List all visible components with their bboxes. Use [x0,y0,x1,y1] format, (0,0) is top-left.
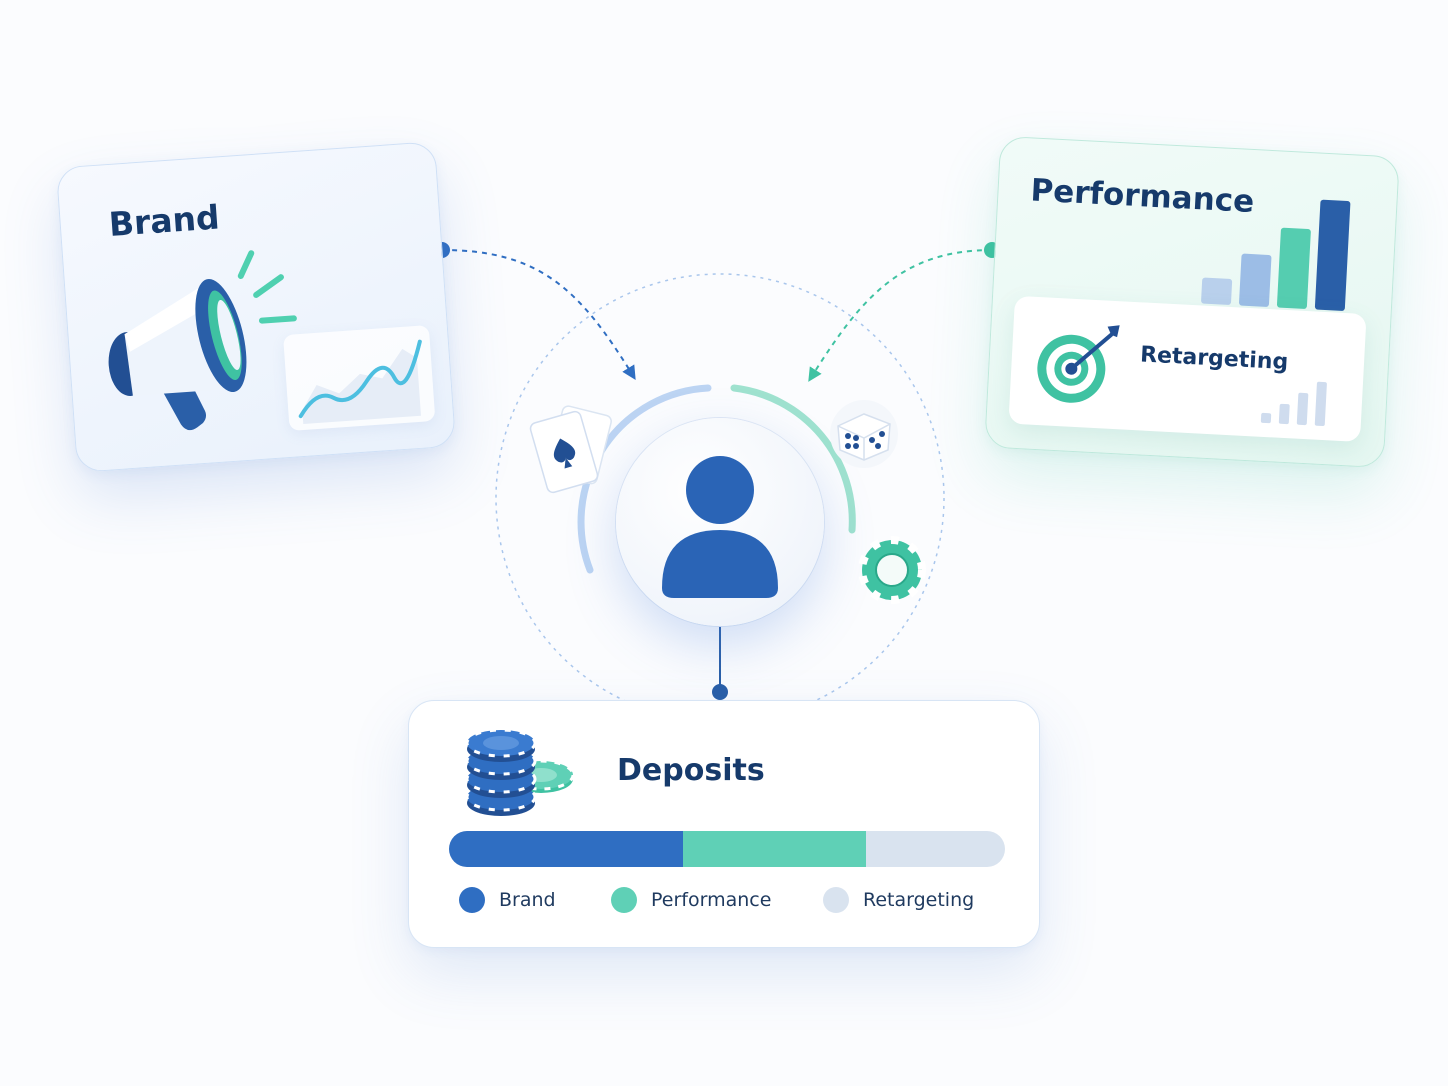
performance-card: Performance Retargeting [984,135,1400,469]
user-icon [662,456,778,598]
performance-connector [808,249,993,382]
legend-item-brand: Brand [459,887,556,913]
orbit-ring [495,273,945,723]
playing-cards-icon [529,405,612,494]
deposits-title: Deposits [617,753,765,788]
bar-chart-icon [1201,199,1351,311]
legend-item-retargeting: Retargeting [823,887,974,913]
progress-segment-brand [449,831,683,867]
deposits-connector-node [712,684,728,700]
deposits-card: Deposits Brand Performance Retargeting [408,700,1040,948]
orbit-arc-teal [730,384,856,534]
mini-bar-chart-icon [1260,381,1327,427]
brand-connector [441,249,636,380]
progress-segment-performance [682,831,866,867]
brand-card: Brand [55,141,457,473]
retargeting-panel: Retargeting [1008,295,1367,442]
retargeting-label: Retargeting [1139,342,1289,376]
brand-chart-box [283,324,436,431]
legend-dot-performance [611,887,637,913]
legend-label-retargeting: Retargeting [863,889,975,911]
legend-dot-brand [459,887,485,913]
legend-label-brand: Brand [499,889,556,911]
legend-label-performance: Performance [651,889,772,911]
legend-item-performance: Performance [611,887,771,913]
chip-stack-icon [465,728,575,816]
legend-dot-retargeting [823,887,849,913]
progress-segment-retargeting [866,831,1005,867]
deposits-progress-bar [449,831,1005,867]
megaphone-icon [108,250,297,431]
dice-icon [830,400,898,468]
player-avatar [616,418,824,626]
poker-chip-icon [858,536,926,604]
target-icon [1037,325,1120,403]
brand-title: Brand [107,197,221,245]
line-chart-icon [298,339,422,424]
